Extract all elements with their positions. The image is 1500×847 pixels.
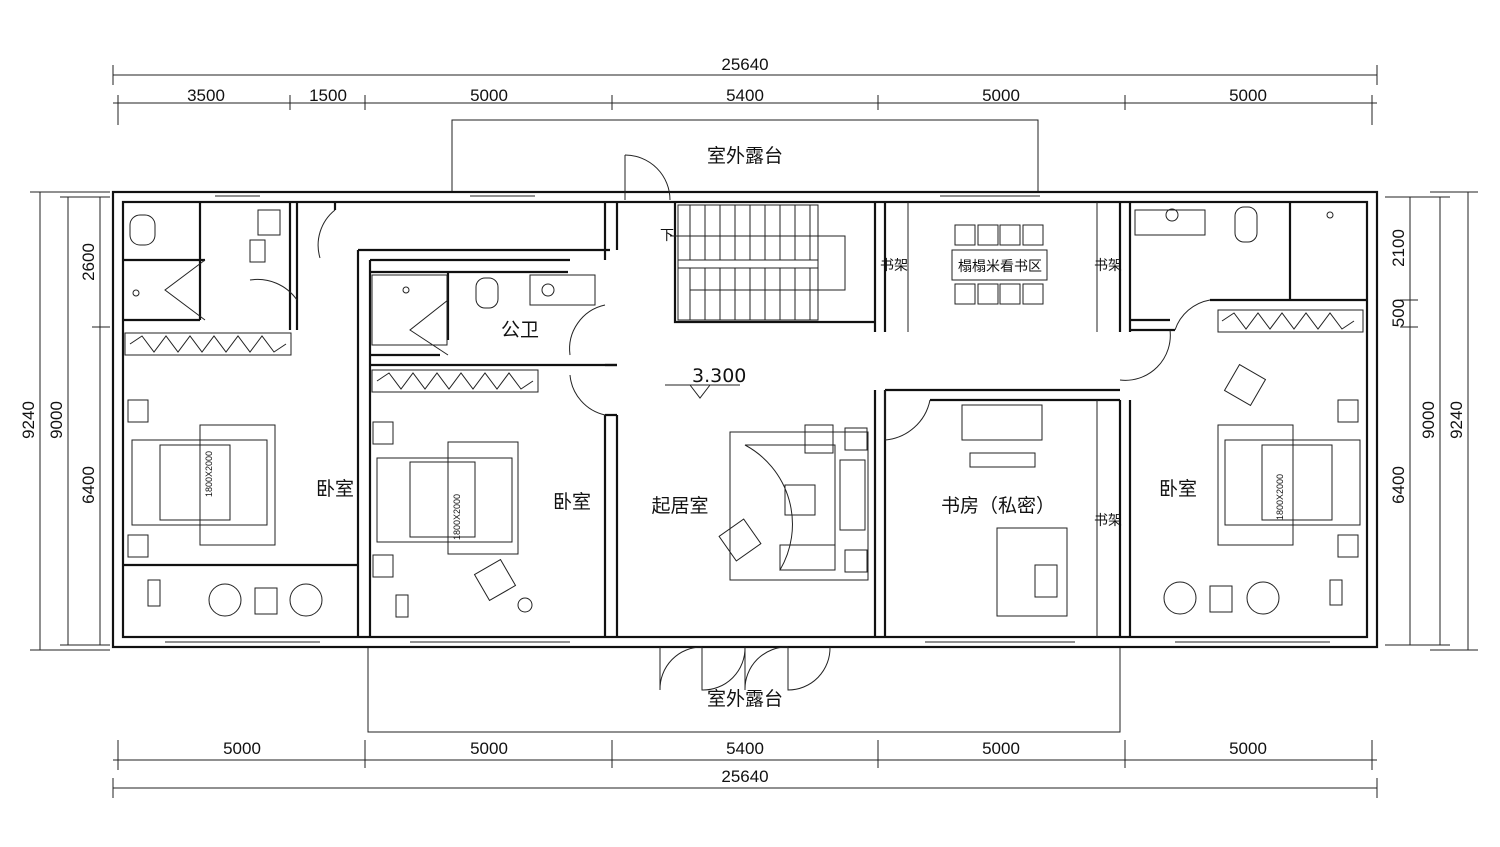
lounge-sets: [147, 579, 1280, 617]
living-room-label: 起居室: [651, 495, 708, 517]
bookshelf-label-1: 书架: [880, 258, 908, 274]
top-dimensions: 25640 3500 1500 5000 5400 5000 5000: [112, 55, 1378, 125]
dim-bottom-total: 25640: [721, 767, 768, 786]
dim-left-0: 2600: [79, 243, 98, 281]
tatami-seating: [907, 202, 1098, 332]
dim-top-5: 5000: [1229, 86, 1267, 105]
dim-left-total: 9240: [19, 401, 38, 439]
dim-top-3: 5400: [726, 86, 764, 105]
dim-top-0: 3500: [187, 86, 225, 105]
dim-right-2: 6400: [1389, 466, 1408, 504]
dim-bottom-1: 5000: [470, 739, 508, 758]
bed-3: [1217, 363, 1361, 606]
terrace-top-outline: [451, 119, 1039, 192]
bedroom-2-label: 卧室: [553, 491, 591, 513]
dim-top-2: 5000: [470, 86, 508, 105]
dim-left-1: 6400: [79, 466, 98, 504]
living-furniture: [718, 424, 869, 581]
dim-top-1: 1500: [309, 86, 347, 105]
dim-right-total: 9240: [1447, 401, 1466, 439]
bookshelf-label-3: 书架: [1094, 513, 1122, 529]
dim-top-4: 5000: [982, 86, 1020, 105]
elevation-label: 3.300: [692, 365, 746, 387]
bookshelf-label-2: 书架: [1094, 258, 1122, 274]
staircase: [670, 204, 846, 321]
stair-down-label: 下: [660, 228, 674, 244]
dim-bottom-4: 5000: [1229, 739, 1267, 758]
left-dimensions: 9240 9000 2600 6400: [19, 191, 110, 651]
public-bath-label: 公卫: [501, 319, 539, 341]
dim-right-1: 500: [1389, 299, 1408, 327]
bedroom-3-label: 卧室: [1159, 478, 1197, 500]
dim-right-0: 2100: [1389, 229, 1408, 267]
tatami-label: 榻榻米看书区: [958, 259, 1042, 275]
right-dimensions: 2100 500 6400 9000 9240: [1385, 191, 1478, 651]
dim-left-inner: 9000: [47, 401, 66, 439]
study-label: 书房（私密）: [941, 495, 1055, 517]
dim-right-inner: 9000: [1419, 401, 1438, 439]
wardrobes: [124, 309, 1364, 393]
bed-2-size: 1800X2000: [452, 494, 462, 540]
bedroom-1-label: 卧室: [316, 478, 354, 500]
terrace-bottom-outline: [367, 647, 1121, 733]
elevation-marker: 3.300: [665, 365, 746, 399]
bed-3-size: 1800X2000: [1275, 474, 1285, 520]
terrace-bottom-label: 室外露台: [707, 688, 783, 710]
study-furniture: [961, 400, 1098, 637]
bathroom-fixtures: [129, 206, 1334, 356]
bottom-dimensions: 5000 5000 5400 5000 5000 25640: [112, 739, 1378, 798]
windows: [165, 195, 1330, 643]
bed-2: [372, 421, 533, 618]
doors: [249, 154, 1211, 691]
bed-1-size: 1800X2000: [204, 451, 214, 497]
terrace-top-label: 室外露台: [707, 145, 783, 167]
dim-top-total: 25640: [721, 55, 768, 74]
dim-bottom-3: 5000: [982, 739, 1020, 758]
bed-1: [127, 399, 276, 558]
dim-bottom-0: 5000: [223, 739, 261, 758]
dim-bottom-2: 5400: [726, 739, 764, 758]
